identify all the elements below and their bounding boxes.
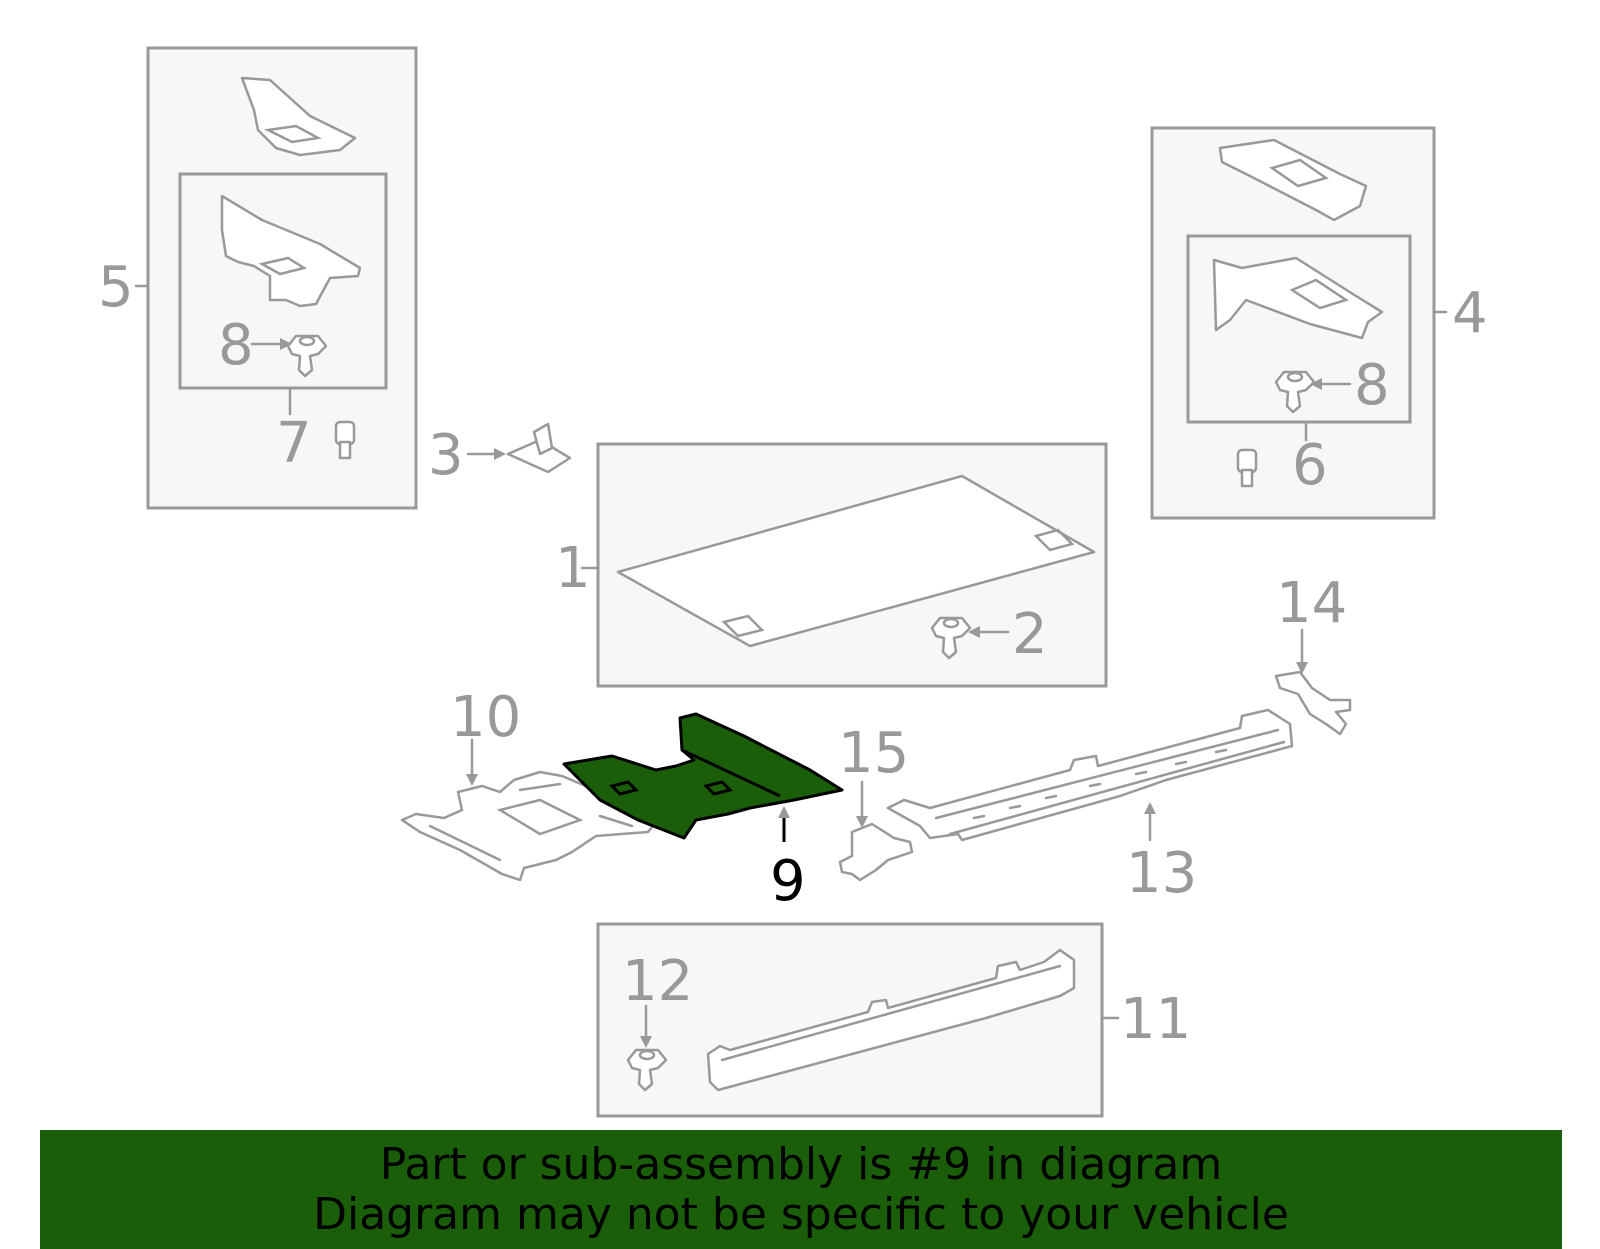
clip-8-left bbox=[286, 334, 328, 378]
clip-12 bbox=[626, 1048, 668, 1092]
callout-13: 13 bbox=[1126, 841, 1197, 906]
callout-10: 10 bbox=[450, 685, 521, 750]
callout-1: 1 bbox=[555, 536, 591, 601]
callout-2: 2 bbox=[1012, 602, 1048, 667]
callout-11: 11 bbox=[1120, 987, 1191, 1052]
group-11-box bbox=[596, 922, 1120, 1118]
group-4-box bbox=[1150, 126, 1448, 520]
callout-6: 6 bbox=[1292, 433, 1328, 498]
info-banner: Part or sub-assembly is #9 in diagram Di… bbox=[40, 1130, 1562, 1249]
part-15-bracket bbox=[838, 780, 914, 882]
banner-line-1: Part or sub-assembly is #9 in diagram bbox=[379, 1138, 1223, 1190]
part-3-clip bbox=[466, 422, 572, 474]
callout-9: 9 bbox=[770, 849, 806, 914]
part-14-bracket bbox=[1274, 628, 1352, 736]
callout-12: 12 bbox=[622, 949, 693, 1014]
clip-2 bbox=[930, 616, 972, 660]
clip-8-right bbox=[1274, 370, 1316, 414]
callout-14: 14 bbox=[1276, 571, 1347, 636]
parts-diagram: 1 2 3 4 5 6 7 8 8 9 10 11 12 13 14 15 bbox=[98, 46, 1488, 1118]
banner-line-2: Diagram may not be specific to your vehi… bbox=[313, 1188, 1289, 1240]
bolt-6 bbox=[1236, 448, 1258, 488]
callout-7: 7 bbox=[276, 411, 312, 476]
part-13-rail bbox=[886, 708, 1294, 842]
part-9-highlighted bbox=[562, 712, 844, 842]
group-1-box bbox=[580, 442, 1108, 688]
callout-5: 5 bbox=[98, 255, 134, 320]
callout-15: 15 bbox=[838, 721, 909, 786]
callout-3: 3 bbox=[428, 423, 464, 488]
bolt-7 bbox=[334, 420, 356, 460]
group-5-box bbox=[134, 46, 418, 510]
callout-8-right: 8 bbox=[1354, 353, 1390, 418]
callout-8-left: 8 bbox=[218, 313, 254, 378]
callout-4: 4 bbox=[1452, 281, 1488, 346]
